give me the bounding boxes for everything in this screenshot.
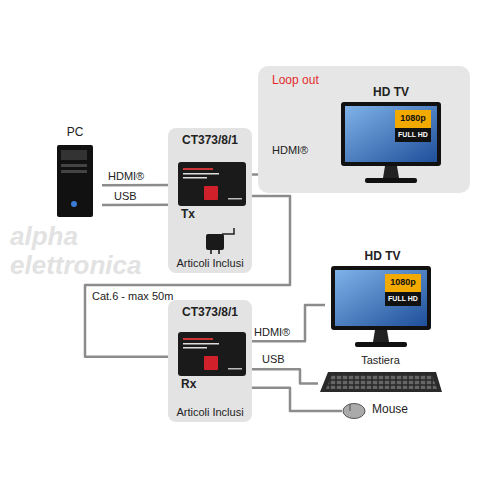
unit-label: Rx	[181, 378, 196, 392]
watermark: alpha elettronica	[10, 222, 170, 279]
cable	[102, 184, 178, 187]
mouse: Mouse	[342, 400, 426, 422]
resolution-badge: 1080p	[395, 113, 431, 123]
unit-label: Tx	[181, 208, 195, 222]
loop-out-panel: Loop out HD TV 1080pFULL HD	[258, 66, 470, 193]
power-adapter	[198, 226, 242, 254]
hd-tv: HD TV 1080pFULL HD	[335, 86, 447, 186]
kit-caption: Articoli Inclusi	[176, 406, 243, 419]
resolution-badge: 1080p	[385, 277, 421, 287]
kit-caption: Articoli Inclusi	[176, 257, 243, 270]
cable-label: HDMI®	[108, 170, 144, 183]
extender-unit: Rx	[178, 332, 246, 394]
model-code: CT373/8/1	[182, 134, 238, 148]
keyboard-icon	[318, 370, 443, 396]
mouse-icon	[342, 402, 366, 420]
tv-monitor	[325, 266, 437, 350]
model-code: CT373/8/1	[182, 306, 238, 320]
extender-unit: Tx	[178, 162, 246, 224]
kit-panel: CT373/8/1Articoli Inclusi Rx	[168, 300, 252, 422]
device-label: Tastiera	[361, 354, 400, 367]
keyboard: Tastiera	[318, 354, 443, 396]
pc-tower: PC	[48, 126, 102, 220]
hd-tv: HD TV 1080pFULL HD	[325, 250, 440, 350]
cable-label: USB	[114, 190, 137, 203]
device-label: Mouse	[372, 403, 408, 417]
extender-box	[178, 332, 246, 376]
cable-label: HDMI®	[272, 144, 308, 157]
tv-label: HD TV	[365, 250, 401, 264]
tv-monitor	[335, 102, 447, 186]
pc-tower-icon	[56, 144, 94, 218]
cable	[102, 204, 178, 207]
full-hd-badge: FULL HD	[385, 295, 421, 303]
kit-panel: CT373/8/1Articoli Inclusi Tx	[168, 128, 252, 273]
cable	[246, 369, 318, 383]
device-label: PC	[67, 126, 84, 140]
cable-label: HDMI®	[254, 326, 290, 339]
tv-label: HD TV	[373, 86, 409, 100]
cable	[246, 305, 325, 341]
panel-title: Loop out	[272, 74, 319, 88]
extender-box	[178, 162, 246, 206]
full-hd-badge: FULL HD	[395, 131, 431, 139]
cable-label: USB	[262, 353, 285, 366]
cable-label: Cat.6 - max 50m	[92, 290, 173, 303]
